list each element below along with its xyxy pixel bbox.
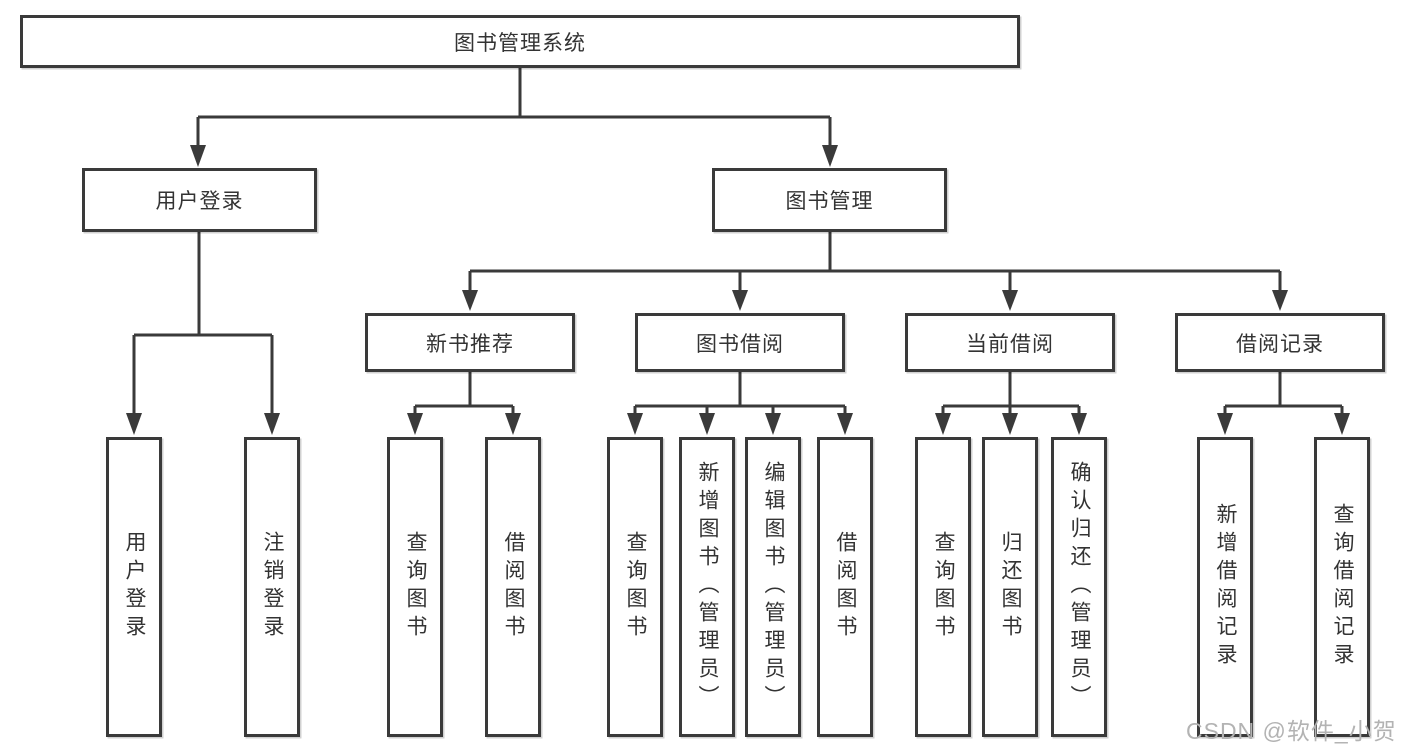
leaf-add-books-admin: 新增图书（管理员） bbox=[679, 437, 735, 737]
node-library-management-system: 图书管理系统 bbox=[20, 15, 1020, 68]
node-current-borrow: 当前借阅 bbox=[905, 313, 1115, 372]
node-label: 图书管理系统 bbox=[454, 31, 586, 55]
node-label: 用户登录 bbox=[155, 190, 244, 213]
leaf-query-books-current: 查询图书 bbox=[915, 437, 971, 737]
node-book-borrow: 图书借阅 bbox=[635, 313, 845, 372]
leaf-label: 确认归还（管理员） bbox=[1068, 461, 1091, 713]
node-book-management: 图书管理 bbox=[712, 168, 947, 232]
node-new-book-recommend: 新书推荐 bbox=[365, 313, 575, 372]
leaf-borrow-books: 借阅图书 bbox=[817, 437, 873, 737]
node-label: 借阅记录 bbox=[1236, 332, 1324, 356]
leaf-label: 编辑图书（管理员） bbox=[762, 461, 785, 713]
leaf-query-books-borrow: 查询图书 bbox=[607, 437, 663, 737]
leaf-user-login: 用户登录 bbox=[106, 437, 162, 737]
csdn-watermark: CSDN @软件_小贺同学 bbox=[1186, 718, 1397, 744]
leaf-label: 用户登录 bbox=[123, 531, 146, 643]
leaf-label: 查询图书 bbox=[404, 531, 427, 643]
node-label: 当前借阅 bbox=[966, 332, 1054, 356]
leaf-borrow-books-recommend: 借阅图书 bbox=[485, 437, 541, 737]
leaf-query-books-recommend: 查询图书 bbox=[387, 437, 443, 737]
leaf-label: 新增图书（管理员） bbox=[696, 461, 719, 713]
leaf-add-borrow-record: 新增借阅记录 bbox=[1197, 437, 1253, 737]
leaf-confirm-return-admin: 确认归还（管理员） bbox=[1051, 437, 1107, 737]
leaf-label: 借阅图书 bbox=[502, 531, 525, 643]
leaf-query-borrow-record: 查询借阅记录 bbox=[1314, 437, 1370, 737]
leaf-label: 借阅图书 bbox=[834, 531, 857, 643]
node-borrow-records: 借阅记录 bbox=[1175, 313, 1385, 372]
leaf-logout: 注销登录 bbox=[244, 437, 300, 737]
leaf-label: 查询图书 bbox=[932, 531, 955, 643]
node-label: 图书管理 bbox=[785, 190, 874, 213]
leaf-edit-books-admin: 编辑图书（管理员） bbox=[745, 437, 801, 737]
leaf-label: 归还图书 bbox=[999, 531, 1022, 643]
node-label: 新书推荐 bbox=[426, 332, 514, 356]
leaf-label: 查询借阅记录 bbox=[1331, 503, 1354, 671]
leaf-label: 查询图书 bbox=[624, 531, 647, 643]
node-user-login: 用户登录 bbox=[82, 168, 317, 232]
leaf-return-books: 归还图书 bbox=[982, 437, 1038, 737]
leaf-label: 新增借阅记录 bbox=[1214, 503, 1237, 671]
leaf-label: 注销登录 bbox=[261, 531, 284, 643]
node-label: 图书借阅 bbox=[696, 332, 784, 356]
